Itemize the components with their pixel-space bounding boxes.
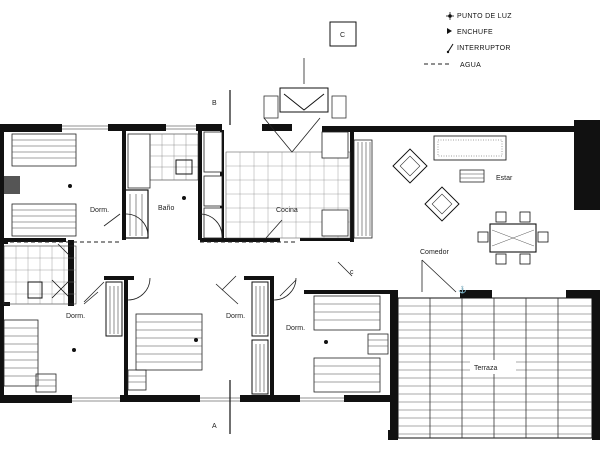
- entrance-porch: [263, 87, 347, 153]
- bano: Baño: [123, 133, 199, 239]
- cocina: Cocina: [203, 131, 351, 239]
- estar: Estar: [392, 135, 587, 222]
- room-label-dorm-3: Dorm.: [226, 313, 245, 320]
- legend-punto-de-luz: PUNTO DE LUZ: [457, 13, 512, 20]
- room-label-dorm-1: Dorm.: [90, 207, 109, 214]
- svg-text:⚓: ⚓: [458, 285, 467, 294]
- legend-enchufe: ENCHUFE: [457, 29, 493, 36]
- room-label-dorm-2: Dorm.: [66, 313, 85, 320]
- door-arcs: [125, 213, 297, 301]
- room-label-bano: Baño: [158, 205, 174, 212]
- room-label-comedor: Comedor: [420, 249, 449, 256]
- interruptor-icon: [446, 43, 454, 54]
- light-point-icon: [68, 184, 72, 188]
- window-marks: [62, 125, 344, 402]
- room-label-terraza: Terraza: [474, 365, 497, 372]
- legend-interruptor: INTERRUPTOR: [457, 45, 511, 52]
- room-label-estar: Estar: [496, 175, 513, 182]
- punto-de-luz-icon: [446, 12, 454, 20]
- section-mark-bottom: A: [212, 423, 217, 430]
- dorm-3: Dorm.: [127, 281, 269, 395]
- enchufe-icon: [447, 28, 452, 34]
- partition-hatch: [353, 139, 373, 239]
- terraza: Terraza: [397, 297, 593, 439]
- compass-box: C: [329, 21, 357, 47]
- utility-tiles: [3, 245, 77, 305]
- switch-symbols: c: [57, 243, 354, 305]
- legend: PUNTO DE LUZ ENCHUFE INTERRUPTOR AGUA: [424, 12, 512, 69]
- svg-text:c: c: [350, 269, 354, 276]
- room-label-dorm-4: Dorm.: [286, 325, 305, 332]
- section-mark-top: B: [212, 100, 217, 107]
- dining-table: [477, 211, 549, 265]
- comedor: Comedor ⚓: [420, 249, 467, 294]
- exterior-walls: [0, 120, 600, 440]
- room-label-cocina: Cocina: [276, 207, 298, 214]
- dorm-4: Dorm.: [279, 279, 389, 393]
- legend-agua: AGUA: [460, 62, 481, 69]
- dorm-1: Dorm.: [4, 133, 121, 237]
- compass-label: C: [340, 32, 345, 39]
- interior-walls: [0, 130, 390, 396]
- dorm-2: Dorm.: [3, 281, 123, 393]
